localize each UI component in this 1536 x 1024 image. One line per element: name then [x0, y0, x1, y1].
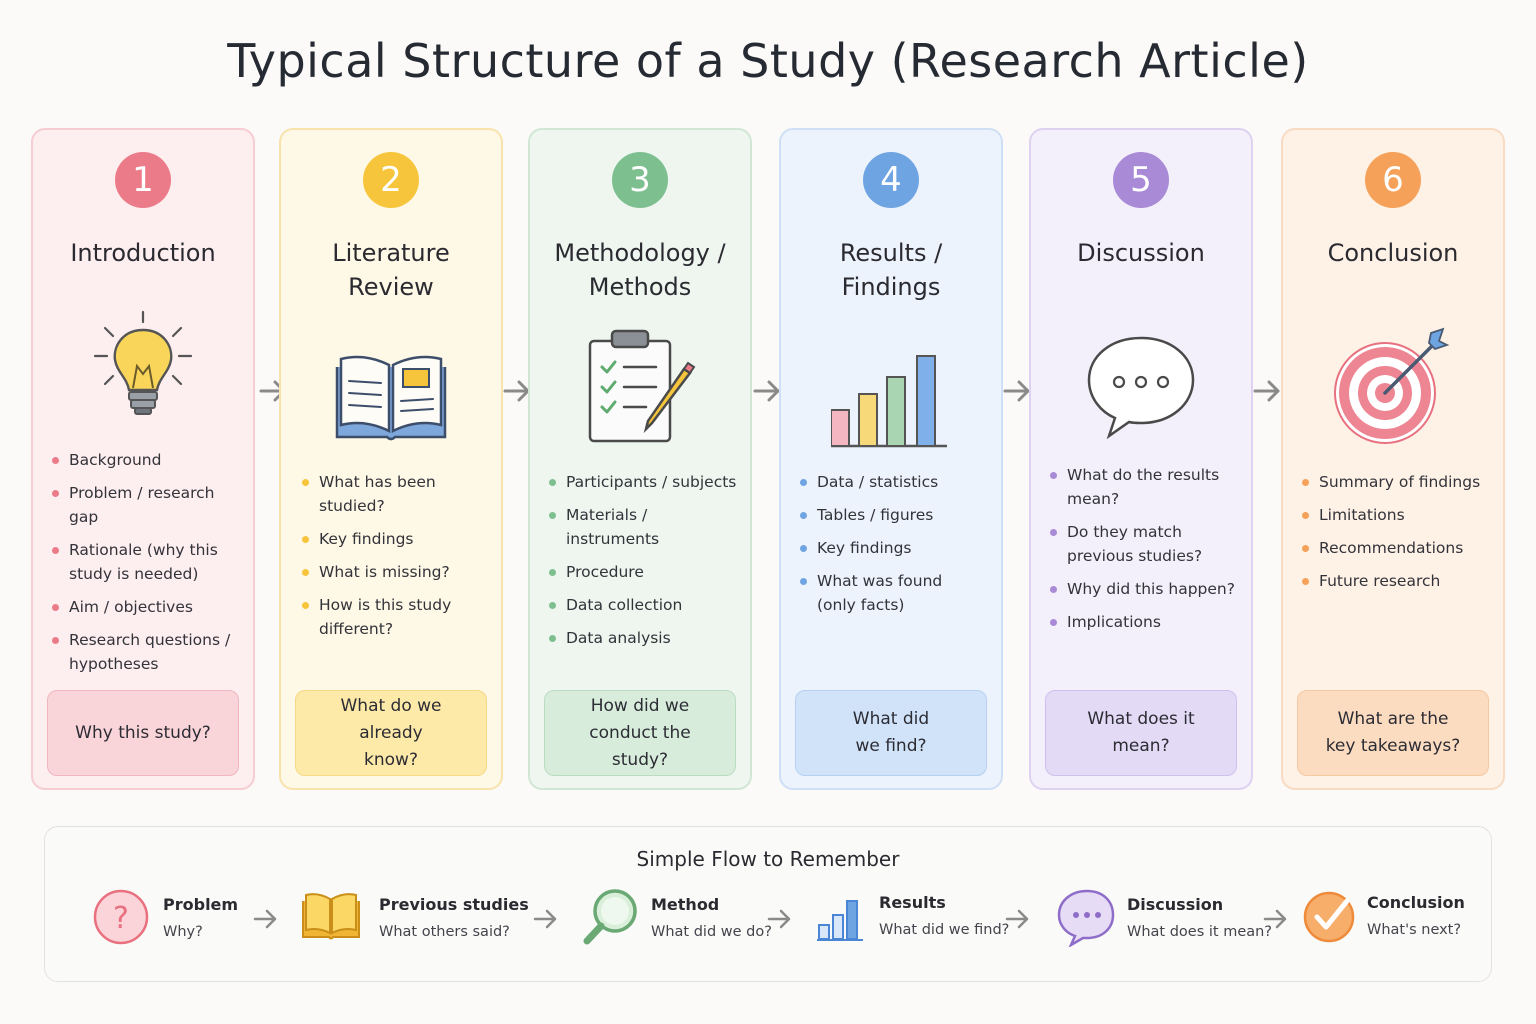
list-item: Materials / instruments: [548, 503, 740, 551]
list-item: Why did this happen?: [1049, 577, 1241, 601]
key-question-box: How did we conduct the study?: [544, 690, 736, 776]
bar-chart-icon: [817, 900, 863, 941]
section-title: Results / Findings: [839, 239, 943, 301]
list-item: Tables / figures: [799, 503, 991, 527]
key-question-box: What are the key takeaways?: [1297, 690, 1489, 776]
section-number-badge: 1: [115, 152, 171, 208]
list-item: How is this study different?: [301, 593, 491, 641]
list-item: Problem / research gap: [51, 481, 243, 529]
open-book-icon: [335, 355, 447, 441]
section-card-methods: 3 Methodology / Methods Participants / s…: [528, 128, 752, 790]
list-item: Summary of findings: [1301, 470, 1493, 494]
section-card-discussion: 5 Discussion What do the results mean? D…: [1029, 128, 1253, 790]
arrow-right-icon: [533, 909, 557, 929]
arrow-right-icon: [1263, 909, 1287, 929]
list-item: Data / statistics: [799, 470, 991, 494]
bullet-list: Participants / subjects Materials / inst…: [548, 470, 740, 659]
bullet-list: Summary of findings Limitations Recommen…: [1301, 470, 1493, 602]
list-item: Data analysis: [548, 626, 740, 650]
list-item: Rationale (why this study is needed): [51, 538, 243, 586]
page-title: Typical Structure of a Study (Research A…: [227, 34, 1309, 88]
target-arrow-icon: [1334, 327, 1450, 444]
checkmark-icon: [1303, 891, 1355, 943]
list-item: Key findings: [301, 527, 491, 551]
section-title: Literature Review: [332, 239, 450, 301]
key-question-box: What does it mean?: [1045, 690, 1237, 776]
key-question-box: What did we find?: [795, 690, 987, 776]
bullet-list: What do the results mean? Do they match …: [1049, 463, 1241, 643]
section-card-results: 4 Results / Findings Data / statistics T…: [779, 128, 1003, 790]
svg-text:?: ?: [113, 901, 129, 936]
list-item: Do they match previous studies?: [1049, 520, 1241, 568]
key-question-box: What do we already know?: [295, 690, 487, 776]
list-item: Recommendations: [1301, 536, 1493, 560]
list-item: Procedure: [548, 560, 740, 584]
bullet-list: Background Problem / research gap Ration…: [51, 448, 243, 685]
arrow-right-icon: [767, 909, 791, 929]
arrow-right-icon: [1005, 909, 1029, 929]
list-item: Research questions / hypotheses: [51, 628, 243, 676]
list-item: Implications: [1049, 610, 1241, 634]
section-title: Conclusion: [1327, 239, 1459, 267]
list-item: Future research: [1301, 569, 1493, 593]
question-mark-icon: ?: [93, 889, 149, 945]
key-question-box: Why this study?: [47, 690, 239, 776]
bullet-list: Data / statistics Tables / figures Key f…: [799, 470, 991, 626]
section-title: Introduction: [70, 239, 216, 267]
list-item: Limitations: [1301, 503, 1493, 527]
arrow-right-icon: [1003, 380, 1030, 402]
section-card-conclusion: 6 Conclusion Summary of findings Limitat…: [1281, 128, 1505, 790]
arrow-right-icon: [253, 909, 277, 929]
list-item: Background: [51, 448, 243, 472]
list-item: What was found (only facts): [799, 569, 991, 617]
section-number-badge: 5: [1113, 152, 1169, 208]
section-number-badge: 3: [612, 152, 668, 208]
section-title: Methodology / Methods: [554, 239, 726, 301]
flow-title: Simple Flow to Remember: [636, 847, 900, 871]
magnifier-icon: [583, 889, 637, 945]
list-item: What is missing?: [301, 560, 491, 584]
list-item: Data collection: [548, 593, 740, 617]
bar-chart-icon: [831, 355, 947, 448]
speech-bubble-icon: [1087, 336, 1195, 440]
simple-flow-panel: Simple Flow to Remember ? Problem Why? P…: [44, 826, 1492, 982]
bullet-list: What has been studied? Key findings What…: [301, 470, 491, 650]
list-item: Participants / subjects: [548, 470, 740, 494]
book-icon: [302, 893, 360, 940]
lightbulb-icon: [93, 310, 193, 415]
arrow-right-icon: [1253, 380, 1280, 402]
section-number-badge: 2: [363, 152, 419, 208]
arrow-right-icon: [753, 380, 780, 402]
list-item: Key findings: [799, 536, 991, 560]
section-card-literature-review: 2 Literature Review What has been studie…: [279, 128, 503, 790]
section-card-introduction: 1 Introduction Background Problem / rese…: [31, 128, 255, 790]
section-title: Discussion: [1077, 239, 1205, 267]
section-number-badge: 4: [863, 152, 919, 208]
list-item: Aim / objectives: [51, 595, 243, 619]
list-item: What has been studied?: [301, 470, 491, 518]
speech-bubble-icon: [1057, 889, 1115, 947]
clipboard-pencil-icon: [588, 329, 696, 443]
list-item: What do the results mean?: [1049, 463, 1241, 511]
section-number-badge: 6: [1365, 152, 1421, 208]
